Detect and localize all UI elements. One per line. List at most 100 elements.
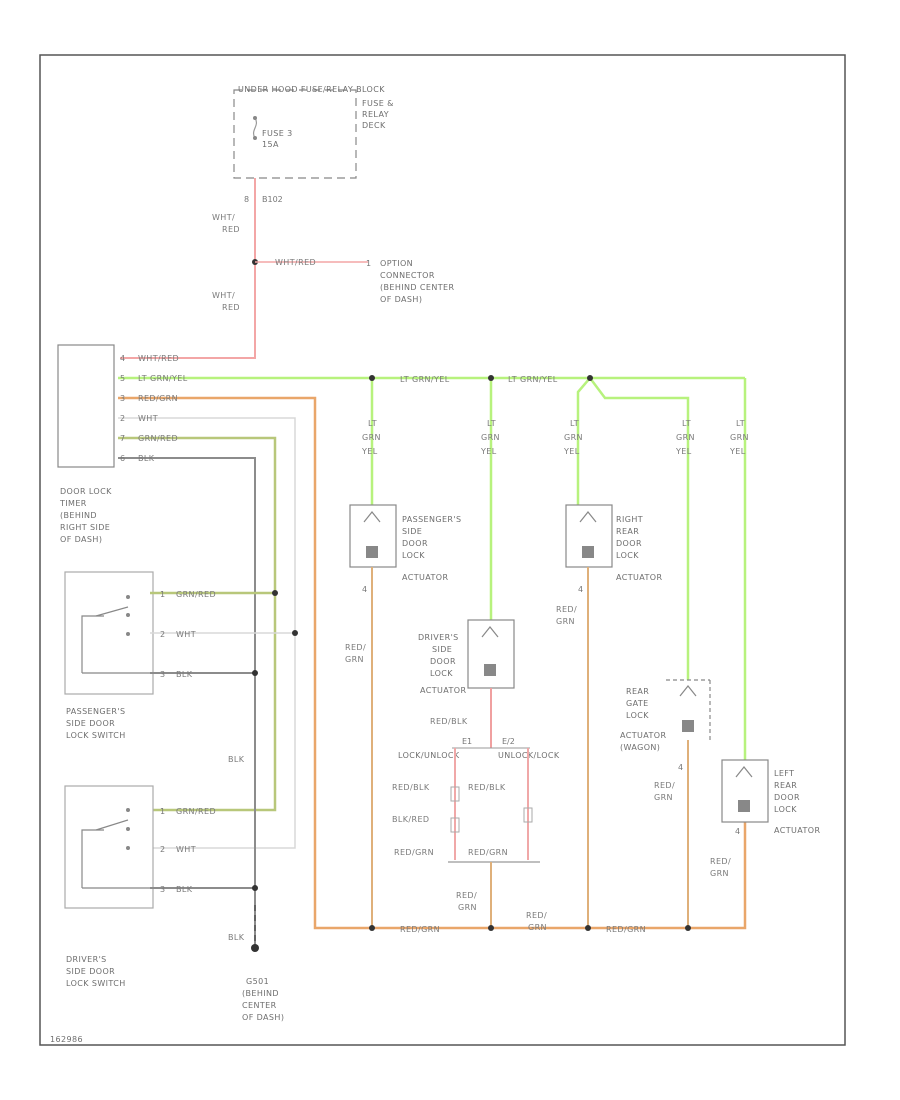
wht-red-label-1b: RED	[222, 225, 240, 234]
passenger-actuator-wire-1: RED/	[345, 643, 366, 652]
bottom-splice-1	[369, 925, 375, 931]
passenger-actuator-pin: 4	[362, 585, 367, 594]
svg-text:GRN/RED: GRN/RED	[138, 434, 178, 443]
red-grn-down-2: GRN	[458, 903, 477, 912]
ground-label-4: OF DASH)	[242, 1013, 284, 1022]
wht-red-label-2a: WHT/	[212, 291, 235, 300]
right-rear-actuator-wire-2: GRN	[556, 617, 575, 626]
svg-text:YEL: YEL	[361, 447, 378, 456]
svg-text:LT: LT	[570, 419, 579, 428]
svg-text:YEL: YEL	[729, 447, 746, 456]
timer-label-2: TIMER	[59, 499, 87, 508]
right-rear-actuator-label-3: DOOR	[616, 539, 642, 548]
switch-unit-connector-3	[523, 807, 533, 823]
driver-switch-label-3: LOCK SWITCH	[66, 979, 126, 988]
svg-text:2: 2	[160, 630, 165, 639]
fuse-block-label-2: RELAY	[362, 110, 389, 119]
driver-lock-switch	[64, 785, 154, 909]
svg-text:LT: LT	[682, 419, 691, 428]
svg-text:2: 2	[160, 845, 165, 854]
svg-text:6: 6	[120, 454, 125, 463]
svg-text:1: 1	[160, 807, 165, 816]
bus-label-2: LT GRN/YEL	[508, 375, 558, 384]
ground-point	[251, 944, 259, 952]
left-rear-actuator-label-1: LEFT	[774, 769, 794, 778]
passenger-door-actuator	[349, 504, 397, 568]
left-rear-door-actuator	[721, 759, 769, 823]
svg-text:LT: LT	[736, 419, 745, 428]
svg-text:GRN: GRN	[481, 433, 500, 442]
svg-text:LT: LT	[487, 419, 496, 428]
right-rear-actuator-wire-1: RED/	[556, 605, 577, 614]
diagram-id: 162986	[50, 1035, 83, 1044]
option-label-2: CONNECTOR	[380, 271, 435, 280]
passenger-actuator-label-2: SIDE	[402, 527, 422, 536]
unlock-lock-left: LOCK/UNLOCK	[398, 751, 460, 760]
red-blk-label-1: RED/BLK	[430, 717, 468, 726]
drop-right-rear	[576, 377, 591, 505]
tailgate-actuator-label-4: ACTUATOR	[620, 731, 666, 740]
bottom-splice-3	[585, 925, 591, 931]
bus-splice-3	[587, 375, 593, 381]
left-rear-actuator-label-4: LOCK	[774, 805, 797, 814]
red-blk-label-3: RED/BLK	[468, 783, 506, 792]
red-grn-down-1: RED/	[456, 891, 477, 900]
svg-text:WHT: WHT	[176, 845, 196, 854]
fuse-3: FUSE 3 15A	[252, 116, 293, 149]
bottom-mid-2: GRN	[528, 923, 547, 932]
fuse-3-label: FUSE 3	[262, 129, 293, 138]
right-rear-actuator-label-2: REAR	[616, 527, 639, 536]
passenger-actuator-label-4: LOCK	[402, 551, 425, 560]
timer-pin-4: 2 WHT	[120, 414, 158, 423]
bottom-red-grn-1: RED/GRN	[400, 925, 440, 934]
driver-switch-label-2: SIDE DOOR	[66, 967, 115, 976]
ground-label-1: G501	[246, 977, 269, 986]
blk-mid-label: BLK	[228, 755, 245, 764]
option-pin: 1	[366, 259, 371, 268]
svg-text:5: 5	[120, 374, 125, 383]
fuse-pin-8-code: B102	[262, 195, 283, 204]
tailgate-actuator-pin: 4	[678, 763, 683, 772]
tailgate-actuator	[666, 679, 711, 740]
driver-switch-splice	[252, 885, 258, 891]
bottom-mid-1: RED/	[526, 911, 547, 920]
switch-unit-connector-1	[450, 786, 460, 802]
svg-text:BLK: BLK	[176, 885, 193, 894]
red-grn-label-1: RED/GRN	[394, 848, 434, 857]
left-rear-actuator-wire-1: RED/	[710, 857, 731, 866]
bottom-splice-2	[488, 925, 494, 931]
bus-splice-2	[488, 375, 494, 381]
bus-splice-1	[369, 375, 375, 381]
passenger-switch-splice-1	[272, 590, 278, 596]
tailgate-actuator-wire-2: GRN	[654, 793, 673, 802]
svg-text:GRN: GRN	[676, 433, 695, 442]
fuse-pin-8: 8	[244, 195, 249, 204]
option-label-1: OPTION	[380, 259, 413, 268]
driver-switch-pin-3: 3 BLK	[160, 885, 193, 894]
svg-text:BLK: BLK	[176, 670, 193, 679]
svg-text:GRN/RED: GRN/RED	[176, 590, 216, 599]
tailgate-actuator-label-2: GATE	[626, 699, 649, 708]
blk-red-label: BLK/RED	[392, 815, 429, 824]
right-rear-door-actuator	[565, 504, 613, 568]
svg-text:3: 3	[120, 394, 125, 403]
driver-actuator-label-2: SIDE	[432, 645, 452, 654]
passenger-actuator-label-5: ACTUATOR	[402, 573, 448, 582]
driver-actuator-label-4: LOCK	[430, 669, 453, 678]
bottom-red-grn-2: RED/GRN	[606, 925, 646, 934]
wht-red-wire	[120, 178, 256, 359]
timer-pin-3: 3 RED/GRN	[120, 394, 178, 403]
timer-label-1: DOOR LOCK	[60, 487, 112, 496]
switch-unit-connector-2	[450, 817, 460, 833]
svg-text:3: 3	[160, 670, 165, 679]
tailgate-actuator-label-5: (WAGON)	[620, 743, 660, 752]
fuse-panel-title: UNDER HOOD FUSE/RELAY BLOCK	[238, 85, 385, 94]
passenger-switch-splice-2	[292, 630, 298, 636]
bottom-splice-4	[685, 925, 691, 931]
passenger-switch-label-2: SIDE DOOR	[66, 719, 115, 728]
svg-text:1: 1	[160, 590, 165, 599]
ground-label-3: CENTER	[242, 1001, 277, 1010]
left-rear-actuator-label-3: DOOR	[774, 793, 800, 802]
svg-text:RED/GRN: RED/GRN	[138, 394, 178, 403]
passenger-actuator-label-1: PASSENGER'S	[402, 515, 461, 524]
